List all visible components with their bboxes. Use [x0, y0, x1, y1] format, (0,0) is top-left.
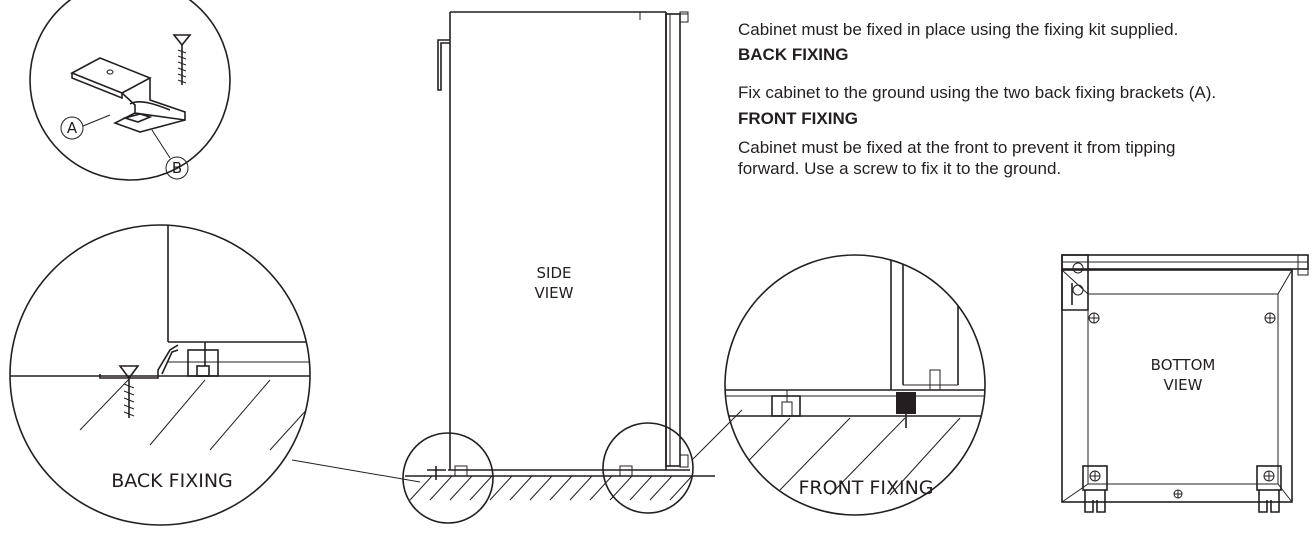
back-fixing-detail: BACK FIXING	[9, 224, 421, 526]
intro-text: Cabinet must be fixed in place using the…	[738, 20, 1179, 39]
back-fixing-text: Fix cabinet to the ground using the two …	[738, 83, 1217, 102]
side-view-label-line1: SIDE	[537, 264, 572, 282]
side-view: SIDE VIEW	[402, 11, 715, 524]
side-view-label-line2: VIEW	[535, 284, 574, 302]
back-fixing-heading: BACK FIXING	[738, 45, 849, 64]
front-fixing-heading: FRONT FIXING	[738, 109, 858, 128]
bottom-view: BOTTOM VIEW	[1061, 254, 1309, 513]
bracket-label-a: A	[67, 119, 78, 137]
front-fixing-caption: FRONT FIXING	[798, 477, 933, 499]
back-fixing-caption: BACK FIXING	[111, 470, 233, 492]
bottom-view-label-line1: BOTTOM	[1151, 356, 1216, 374]
bottom-view-label-line2: VIEW	[1164, 376, 1203, 394]
front-fixing-text-line2: forward. Use a screw to fix it to the gr…	[738, 159, 1062, 178]
front-fixing-detail: FRONT FIXING	[691, 254, 986, 516]
bracket-detail: A B	[29, 0, 231, 181]
front-fixing-text-line1: Cabinet must be fixed at the front to pr…	[738, 138, 1176, 157]
bracket-label-b: B	[172, 159, 182, 177]
